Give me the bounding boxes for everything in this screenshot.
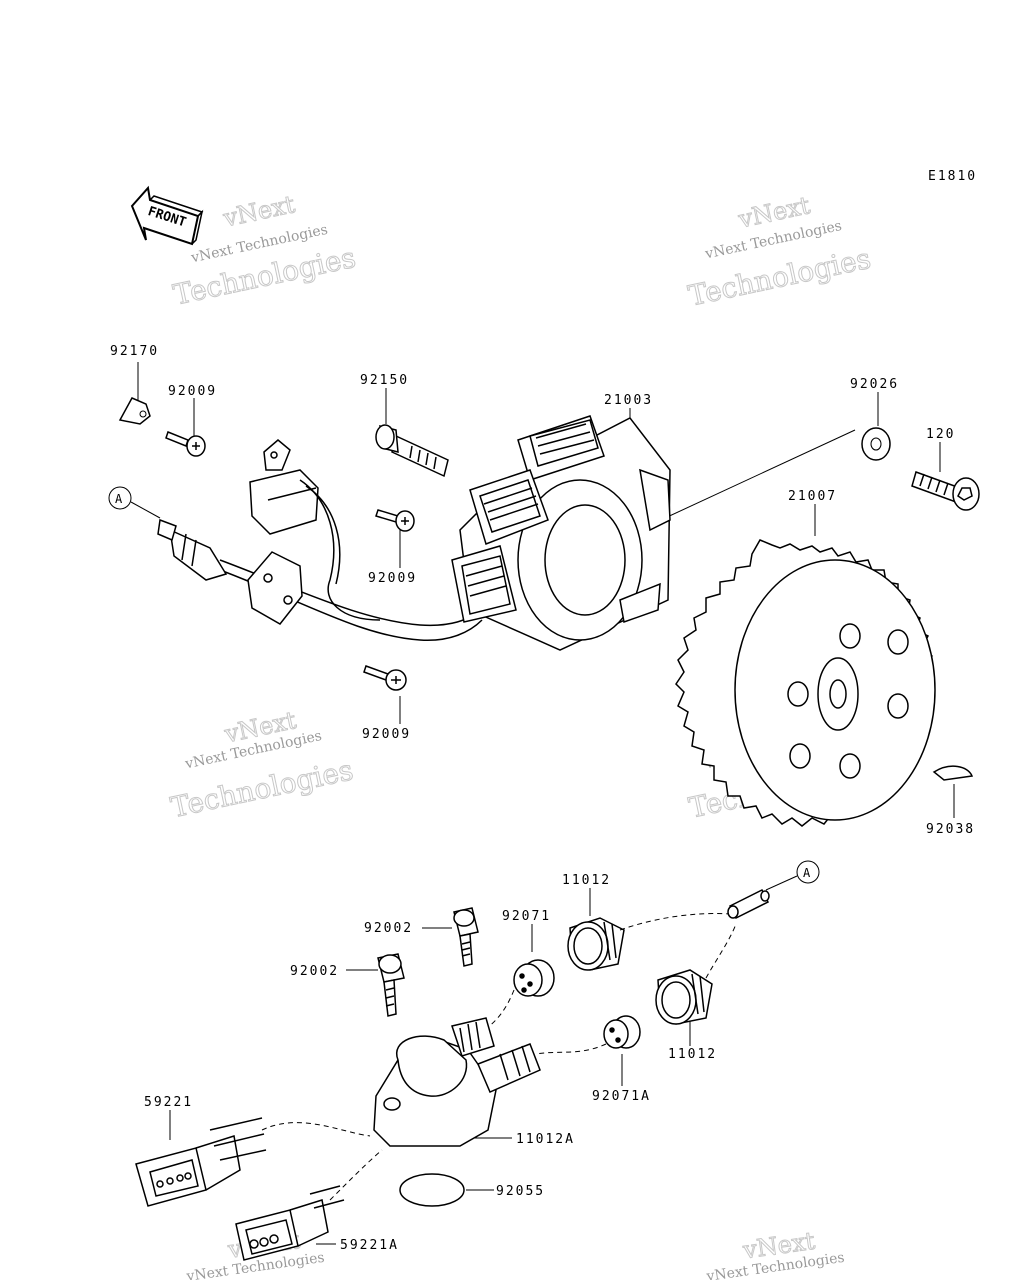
leader-lines	[137, 362, 955, 1245]
label-120: 120	[926, 427, 955, 442]
label-92038: 92038	[926, 822, 975, 837]
stator-harness	[157, 518, 483, 641]
bolt-120	[911, 471, 980, 511]
label-21007: 21007	[788, 489, 837, 504]
ref-marker-a-right: A	[765, 860, 820, 891]
label-92009-mid: 92009	[368, 571, 417, 586]
label-92071A: 92071A	[592, 1089, 651, 1104]
label-92170: 92170	[110, 344, 159, 359]
label-92002-upper: 92002	[364, 921, 413, 936]
label-92026: 92026	[850, 377, 899, 392]
grommet-92071	[513, 959, 555, 997]
grommet-92071A	[603, 1015, 641, 1049]
watermark-top-left: vNext vNext Technologies Technologies	[170, 190, 359, 312]
screw-92009-low	[363, 665, 407, 691]
ref-marker-a-left: A	[108, 486, 161, 519]
watermark-mid-left: vNext vNext Technologies Technologies	[167, 705, 356, 824]
label-11012A: 11012A	[516, 1132, 575, 1147]
label-11012-bottom: 11012	[668, 1047, 717, 1062]
cap-11012-top	[567, 917, 625, 971]
svg-text:A: A	[803, 866, 811, 880]
watermark-bottom-right: vNext vNext Technologies	[705, 1226, 846, 1285]
connector-pin-a	[727, 888, 770, 920]
label-11012-top: 11012	[562, 873, 611, 888]
connector-59221A	[235, 1185, 345, 1261]
label-21003: 21003	[604, 393, 653, 408]
label-59221A: 59221A	[340, 1238, 399, 1253]
housing-11012A	[373, 1017, 541, 1147]
bolt-92150	[375, 424, 449, 478]
label-92002-lower: 92002	[290, 964, 339, 979]
label-92009-top: 92009	[168, 384, 217, 399]
label-59221: 59221	[144, 1095, 193, 1110]
washer-92026	[861, 427, 891, 461]
o-ring-92055	[399, 1173, 465, 1207]
connector-59221	[135, 1117, 267, 1207]
label-92150: 92150	[360, 373, 409, 388]
label-92009-low: 92009	[362, 727, 411, 742]
label-92055: 92055	[496, 1184, 545, 1199]
front-arrow-icon: FRONT	[130, 185, 204, 246]
screw-92009-top	[165, 431, 206, 457]
watermark-top-right: vNext vNext Technologies Technologies	[685, 191, 874, 313]
woodruff-key-92038	[932, 765, 974, 781]
cap-11012-bottom	[655, 969, 713, 1025]
svg-text:vNext: vNext	[220, 190, 298, 233]
label-92071: 92071	[502, 909, 551, 924]
screw-92009-mid	[375, 509, 415, 532]
diagram-code: E1810	[928, 169, 977, 184]
stator-21003	[451, 415, 671, 651]
bolt-92002-lower	[377, 953, 405, 1017]
clip-part-92170	[118, 397, 151, 425]
bolt-92002-upper	[453, 907, 479, 967]
svg-text:A: A	[115, 492, 123, 506]
pickup-coil	[249, 439, 381, 621]
flywheel-21007	[675, 539, 936, 827]
